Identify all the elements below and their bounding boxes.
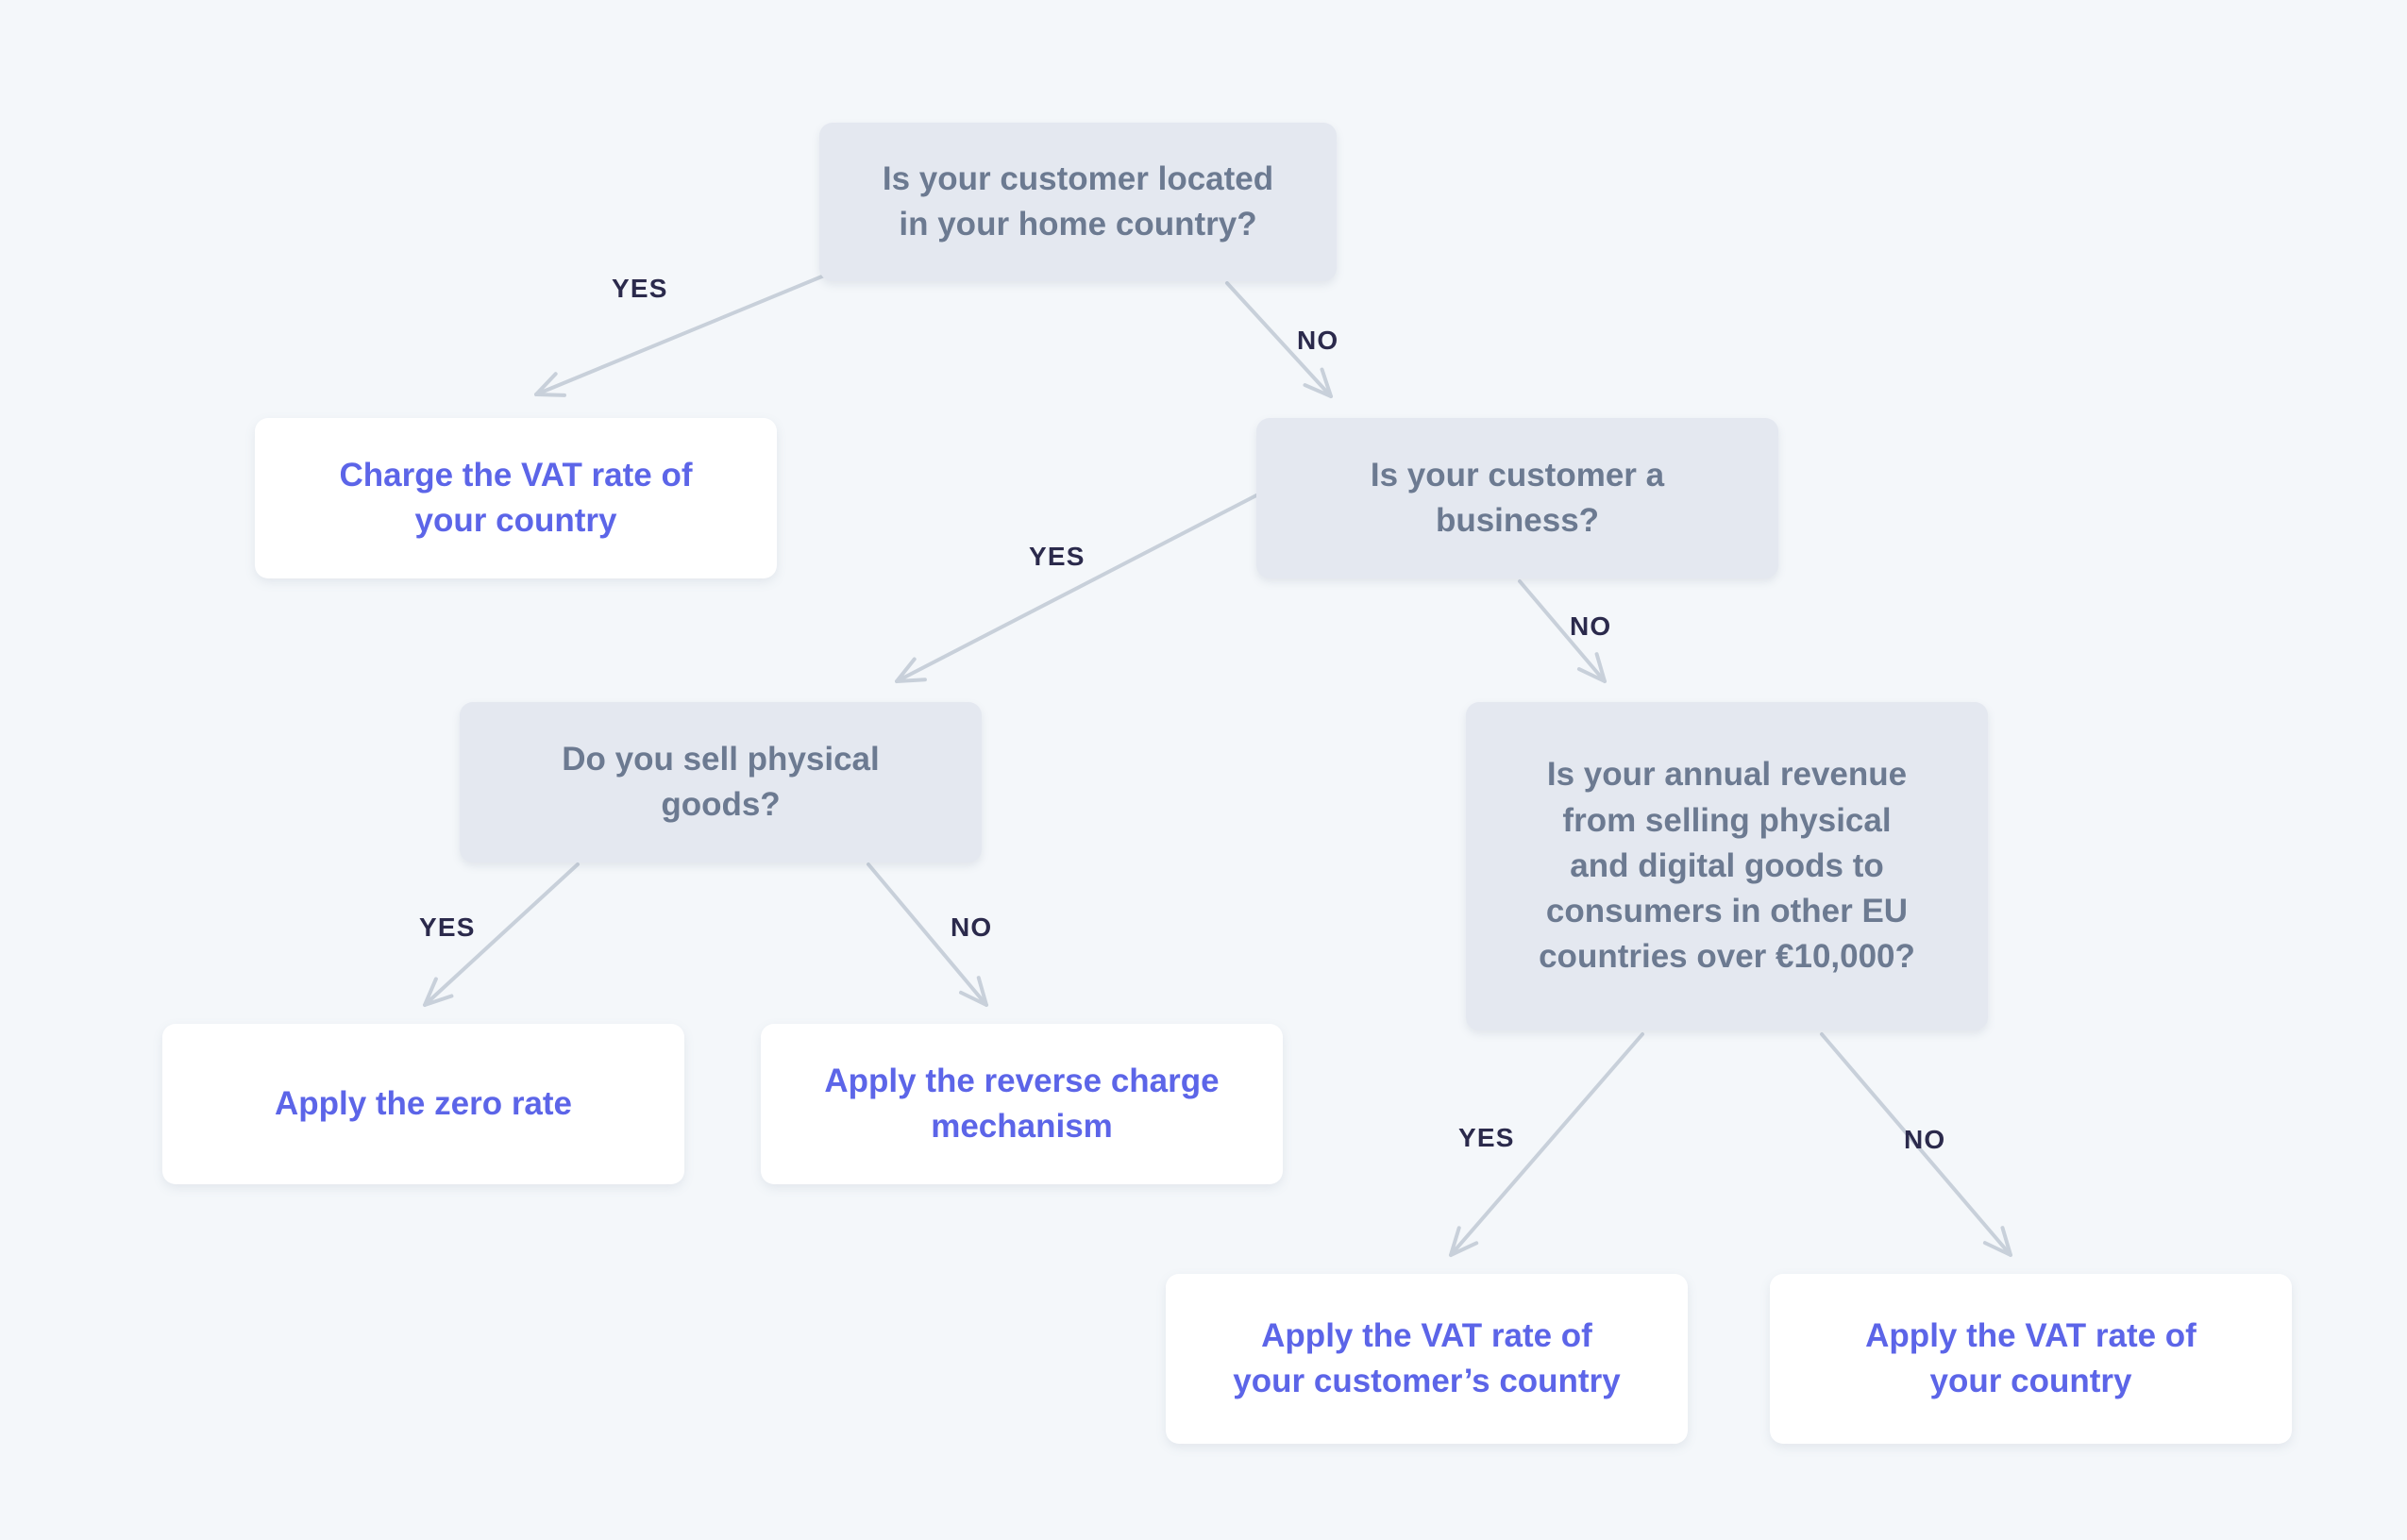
question-node-q-home-country[interactable]: Is your customer located in your home co… — [819, 123, 1337, 281]
node-label: Apply the zero rate — [274, 1084, 573, 1122]
node-label: Apply the reverse charge mechanism — [824, 1062, 1220, 1145]
edge-arrowhead-icon — [1982, 1226, 2012, 1257]
node-label: Apply the VAT rate of your country — [1865, 1316, 2197, 1399]
flow-edge — [895, 494, 1258, 683]
node-label: Is your customer a business? — [1370, 456, 1665, 539]
edge-line — [895, 494, 1258, 683]
node-label: Is your annual revenue from selling phys… — [1539, 756, 1915, 976]
outcome-node-o-your-country-vat[interactable]: Apply the VAT rate of your country — [1770, 1274, 2292, 1444]
flow-edge — [534, 272, 831, 397]
edge-line — [534, 272, 831, 396]
edge-arrowhead-icon — [895, 657, 927, 683]
node-label: Do you sell physical goods? — [562, 740, 880, 823]
edge-label-yes: YES — [1029, 542, 1086, 571]
node-label: Is your customer located in your home co… — [882, 159, 1274, 243]
edge-arrowhead-icon — [1303, 367, 1333, 398]
edge-label-no: NO — [1904, 1125, 1946, 1154]
edge-arrowhead-icon — [534, 372, 566, 397]
outcome-node-o-charge-home-vat[interactable]: Charge the VAT rate of your country — [255, 418, 777, 578]
edge-arrowhead-icon — [959, 976, 988, 1007]
node-label: Charge the VAT rate of your country — [339, 456, 693, 539]
edge-arrowhead-icon — [1576, 652, 1607, 683]
edge-label-yes: YES — [1458, 1123, 1515, 1152]
outcome-node-o-reverse-charge[interactable]: Apply the reverse charge mechanism — [761, 1024, 1283, 1184]
question-node-q-annual-revenue[interactable]: Is your annual revenue from selling phys… — [1466, 702, 1988, 1030]
node-label: Apply the VAT rate of your customer’s co… — [1233, 1316, 1621, 1399]
outcome-node-o-zero-rate[interactable]: Apply the zero rate — [162, 1024, 684, 1184]
edge-label-no: NO — [1570, 611, 1612, 641]
edge-arrowhead-icon — [423, 977, 454, 1007]
edge-label-yes: YES — [419, 912, 476, 942]
edge-label-no: NO — [1297, 326, 1339, 355]
outcome-node-o-customer-country-vat[interactable]: Apply the VAT rate of your customer’s co… — [1166, 1274, 1688, 1444]
edge-label-yes: YES — [612, 274, 668, 303]
question-node-q-customer-business[interactable]: Is your customer a business? — [1256, 418, 1778, 578]
edge-label-no: NO — [951, 912, 993, 942]
question-node-q-physical-goods[interactable]: Do you sell physical goods? — [460, 702, 982, 862]
edge-arrowhead-icon — [1449, 1226, 1479, 1257]
